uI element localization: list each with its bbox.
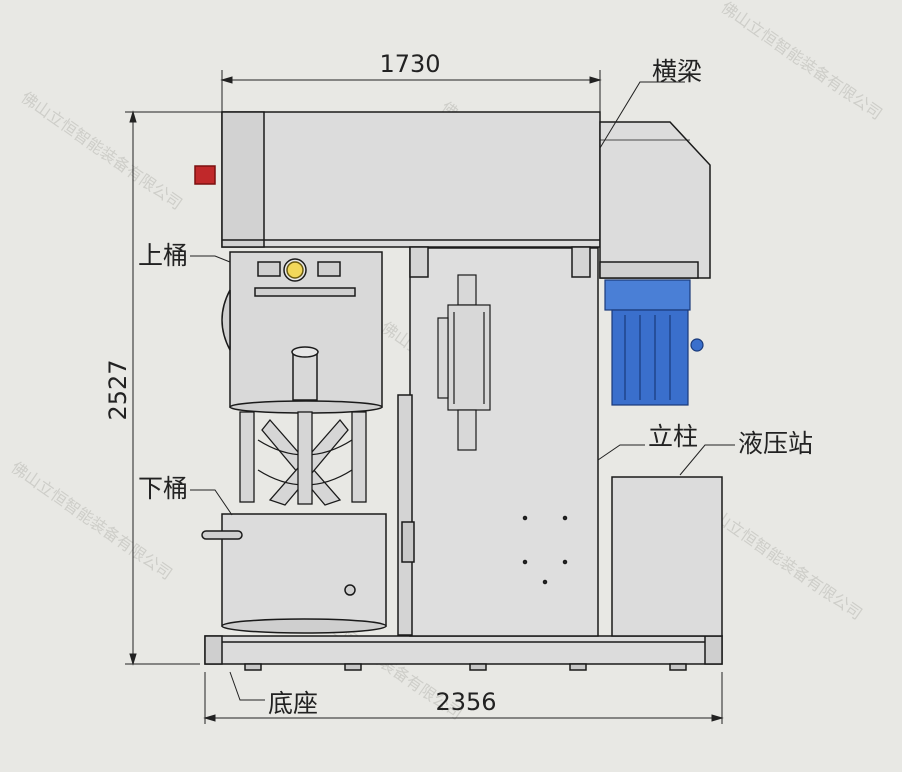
label-base: 底座 — [268, 689, 318, 718]
watermark-text: 佛山立恒智能装备有限公司 — [718, 0, 886, 123]
mixing-blades — [239, 411, 367, 506]
column — [397, 247, 599, 637]
label-hydraulic-station: 液压站 — [738, 429, 813, 458]
hydraulic-station-box — [611, 476, 723, 637]
base-platform — [204, 635, 723, 671]
motor — [604, 279, 704, 406]
label-upper-barrel: 上桶 — [138, 241, 188, 270]
indicator-light — [194, 165, 216, 185]
watermark-text: 佛山立恒智能装备有限公司 — [18, 88, 186, 214]
height-dimension — [125, 110, 222, 666]
watermark-text: 佛山立恒智能装备有限公司 — [698, 498, 866, 624]
label-column: 立柱 — [648, 422, 698, 451]
crossbeam — [194, 111, 601, 278]
hydraulic-cylinder — [437, 274, 491, 451]
leader-lines — [190, 81, 735, 701]
top-width-dimension — [220, 70, 602, 112]
base-width-value: 2356 — [435, 688, 496, 716]
upper-barrel — [221, 251, 383, 414]
label-crossbeam: 横梁 — [652, 57, 702, 86]
top-width-value: 1730 — [379, 50, 440, 78]
height-value: 2527 — [104, 359, 132, 420]
gear-housing — [599, 121, 711, 279]
label-lower-barrel: 下桶 — [138, 474, 188, 503]
base-width-dimension — [203, 672, 724, 724]
lower-barrel — [201, 513, 387, 634]
